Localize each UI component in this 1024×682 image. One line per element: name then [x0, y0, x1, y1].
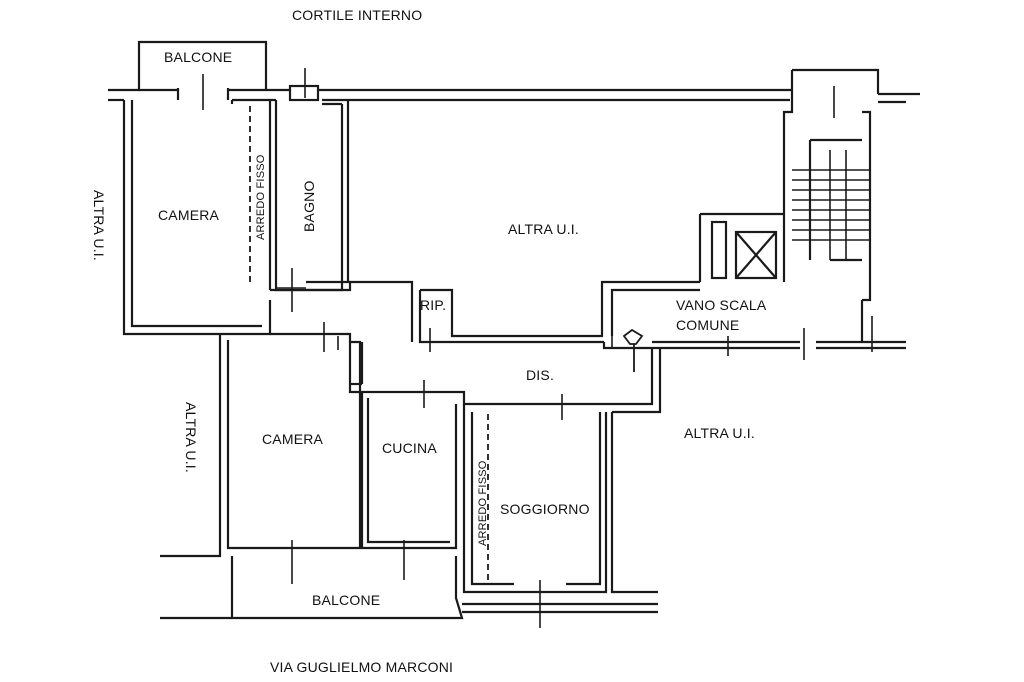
camera-2-walls: [160, 334, 362, 558]
label-vano-scala: VANO SCALA: [676, 297, 767, 313]
label-cortile-interno: CORTILE INTERNO: [292, 7, 423, 23]
label-bagno: BAGNO: [301, 180, 317, 232]
stair-treads: [792, 150, 870, 260]
label-via-guglielmo-marconi: VIA GUGLIELMO MARCONI: [270, 659, 454, 675]
label-altra-ui-left-1: ALTRA U.I.: [91, 190, 107, 261]
cucina-walls: [360, 392, 458, 550]
disimpegno-walls: [270, 332, 662, 414]
label-altra-ui-left-2: ALTRA U.I.: [183, 402, 199, 473]
label-altra-ui-right: ALTRA U.I.: [684, 425, 755, 441]
label-camera-1: CAMERA: [158, 207, 220, 223]
label-arredo-fisso-1: ARREDO FISSO: [255, 154, 267, 240]
camera-1-walls: [122, 88, 272, 336]
closet-box: [698, 212, 784, 282]
balcone-bottom-outline: [160, 556, 658, 620]
balcone-top-outline: [137, 40, 268, 90]
outer-top-wall: [108, 84, 920, 104]
label-rip: RIP.: [420, 297, 447, 313]
stair-enclosure: [782, 68, 880, 302]
entrance-arrow-icon: [622, 328, 644, 372]
label-balcone-bottom: BALCONE: [312, 592, 381, 608]
vano-scala-walls: [652, 300, 906, 350]
label-altra-ui-top: ALTRA U.I.: [508, 221, 579, 237]
label-cucina: CUCINA: [382, 440, 437, 456]
label-soggiorno: SOGGIORNO: [500, 501, 590, 517]
elevator: [734, 230, 778, 280]
label-balcone-top: BALCONE: [164, 49, 233, 65]
label-comune: COMUNE: [676, 317, 740, 333]
label-dis: DIS.: [526, 367, 555, 383]
label-arredo-fisso-2: ARREDO FISSO: [477, 460, 489, 546]
central-walls: [270, 100, 700, 350]
soggiorno-walls: [462, 404, 658, 594]
door-marks: [202, 68, 873, 628]
label-camera-2: CAMERA: [262, 431, 324, 447]
